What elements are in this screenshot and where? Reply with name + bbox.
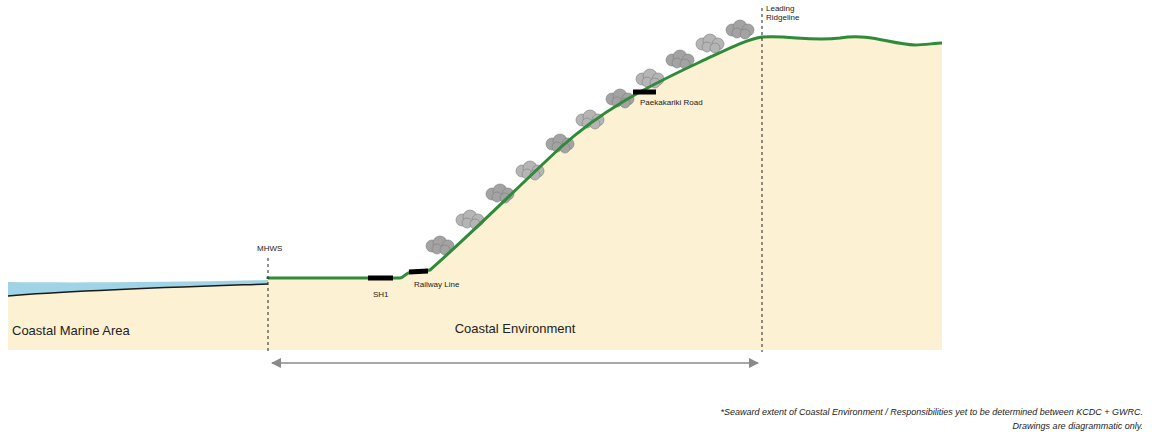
tree-clump [696,34,724,53]
area-label: Coastal Marine Area [12,324,130,339]
ground-profile [268,37,942,279]
land-fill [8,37,942,350]
mhws-label: MHWS [257,244,282,253]
tree-clump [486,184,514,203]
road-label: Paekakariki Road [640,98,703,107]
seabed-line [8,284,268,296]
ridgeline-label: Leading Ridgeline [766,4,814,22]
railway-label: Railway Line [414,280,459,289]
tree-crown [740,29,750,39]
paekakariki-road [633,90,656,95]
road-label: SH1 [373,290,389,299]
tree-crown [710,43,720,53]
tree-clump [576,110,604,129]
tree-clump [726,20,754,39]
ridgeline-line [762,8,763,352]
vegetation [426,20,754,255]
footnote: *Seaward extent of Coastal Environment /… [721,407,1143,417]
tree-clump [546,134,574,153]
sh1-road [368,276,393,281]
sea [8,280,268,296]
footnote: Drawings are diagrammatic only. [1013,421,1143,431]
railway-line [409,271,428,272]
mhws-line [268,258,269,352]
area-label: Coastal Environment [455,322,576,337]
extent-arrow [272,362,758,364]
